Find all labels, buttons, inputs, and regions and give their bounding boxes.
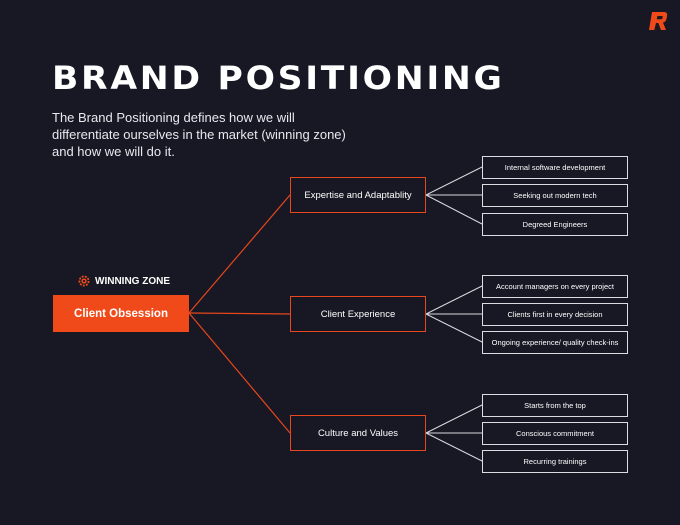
leaf-item: Starts from the top: [482, 394, 628, 417]
winning-zone-text: WINNING ZONE: [95, 275, 170, 287]
leaf-item: Degreed Engineers: [482, 213, 628, 236]
pillar-1-to-item-3: [425, 194, 483, 225]
pillar-3-to-item-1: [425, 404, 483, 434]
target-gear-icon: [78, 275, 90, 287]
core-to-pillar-1: [188, 194, 291, 314]
pillar-expertise-adaptability: Expertise and Adaptablity: [290, 177, 426, 213]
pillar-2-to-item-3: [425, 313, 483, 343]
pillar-2-to-item-1: [425, 285, 483, 315]
page-title: BRAND POSITIONING: [52, 59, 505, 97]
leaf-item: Seeking out modern tech: [482, 184, 628, 207]
page-subtitle: The Brand Positioning defines how we wil…: [52, 110, 346, 159]
core-to-pillar-3: [188, 312, 291, 434]
pillar-culture-values: Culture and Values: [290, 415, 426, 451]
leaf-item: Clients first in every decision: [482, 303, 628, 326]
leaf-item: Recurring trainings: [482, 450, 628, 473]
pillar-3-to-item-3: [425, 432, 483, 462]
pillar-client-experience: Client Experience: [290, 296, 426, 332]
winning-zone-label: WINNING ZONE: [78, 274, 170, 288]
core-to-pillar-2: [188, 312, 291, 315]
leaf-item: Internal software development: [482, 156, 628, 179]
core-node-client-obsession: Client Obsession: [53, 295, 189, 332]
leaf-item: Account managers on every project: [482, 275, 628, 298]
leaf-item: Conscious commitment: [482, 422, 628, 445]
brand-logo-icon: [649, 12, 668, 30]
pillar-1-to-item-1: [425, 166, 483, 196]
leaf-item: Ongoing experience/ quality check-ins: [482, 331, 628, 354]
